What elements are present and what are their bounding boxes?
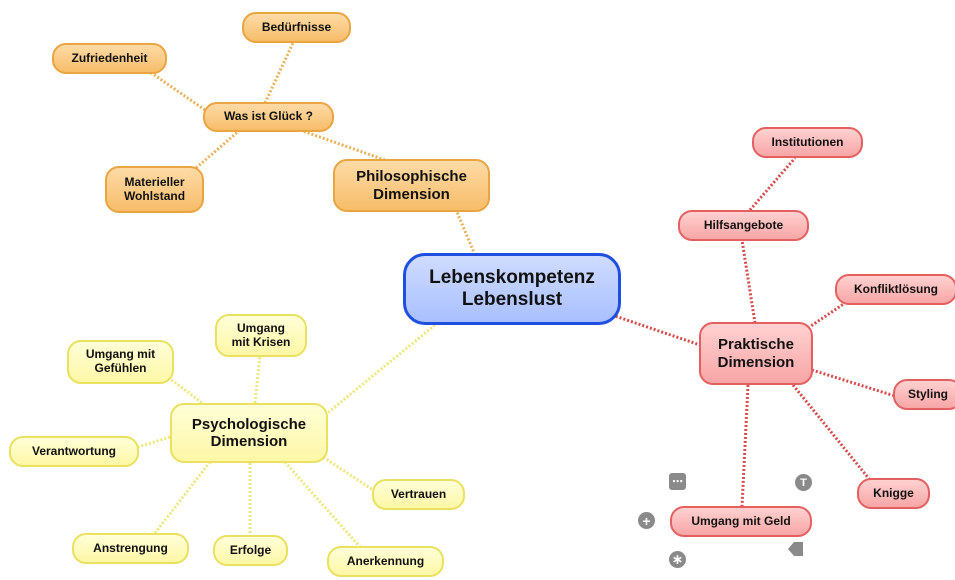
tag-icon[interactable]	[788, 542, 803, 556]
link-praktisch-konflikt	[807, 301, 846, 330]
branch-praktische-dimension[interactable]: Praktische Dimension	[699, 322, 813, 385]
topic-zufriedenheit[interactable]: Zufriedenheit	[52, 43, 167, 74]
branch-psychologische-dimension[interactable]: Psychologische Dimension	[170, 403, 328, 463]
topic-anstrengung[interactable]: Anstrengung	[72, 533, 189, 564]
link-psychologisch-vertrauen	[319, 453, 374, 492]
link-center-psychologisch	[324, 323, 436, 417]
topic-verantwortung[interactable]: Verantwortung	[9, 436, 139, 467]
topic-was-ist-glueck[interactable]: Was ist Glück ?	[203, 102, 334, 132]
link-center-praktisch	[611, 313, 701, 347]
topic-umgang-mit-gefuehlen[interactable]: Umgang mit Gefühlen	[67, 340, 174, 384]
central-topic[interactable]: Lebenskompetenz Lebenslust	[403, 253, 621, 325]
topic-materieller-wohlstand[interactable]: Materieller Wohlstand	[105, 166, 204, 213]
link-philosophisch-glueck	[299, 128, 386, 162]
link-psychologisch-gefuehle	[164, 373, 206, 407]
link-psychologisch-anerkennung	[283, 461, 362, 548]
topic-umgang-mit-geld[interactable]: Umgang mit Geld	[670, 506, 812, 537]
ellipsis-icon[interactable]: ⋯	[669, 473, 686, 490]
plus-icon[interactable]: +	[638, 512, 655, 529]
topic-anerkennung[interactable]: Anerkennung	[327, 546, 444, 577]
link-praktisch-knigge	[791, 384, 872, 481]
asterisk-icon[interactable]: ∗	[669, 551, 686, 568]
link-praktisch-styling	[811, 368, 896, 398]
topic-umgang-mit-krisen[interactable]: Umgang mit Krisen	[215, 314, 307, 357]
branch-philosophische-dimension[interactable]: Philosophische Dimension	[333, 159, 490, 212]
link-praktisch-geld	[740, 384, 750, 508]
link-praktisch-hilfsangebote	[740, 239, 757, 324]
link-glueck-zufriedenheit	[149, 70, 206, 112]
topic-beduerfnisse[interactable]: Bedürfnisse	[242, 12, 351, 43]
topic-styling[interactable]: Styling	[893, 379, 955, 410]
topic-erfolge[interactable]: Erfolge	[213, 535, 288, 566]
link-psychologisch-anstrengung	[153, 461, 212, 534]
link-hilfsangebote-institutionen	[748, 157, 797, 211]
topic-konfliktloesung[interactable]: Konfliktlösung	[835, 274, 955, 305]
topic-knigge[interactable]: Knigge	[857, 478, 930, 509]
link-glueck-wohlstand	[181, 128, 241, 182]
topic-institutionen[interactable]: Institutionen	[752, 127, 863, 158]
link-center-philosophisch	[455, 211, 477, 256]
topic-hilfsangebote[interactable]: Hilfsangebote	[678, 210, 809, 241]
link-glueck-beduerfnisse	[263, 42, 295, 104]
link-psychologisch-verantwortung	[137, 435, 171, 449]
link-psychologisch-krisen	[253, 354, 262, 404]
topic-vertrauen[interactable]: Vertrauen	[372, 479, 465, 510]
text-icon[interactable]: T	[795, 474, 812, 491]
